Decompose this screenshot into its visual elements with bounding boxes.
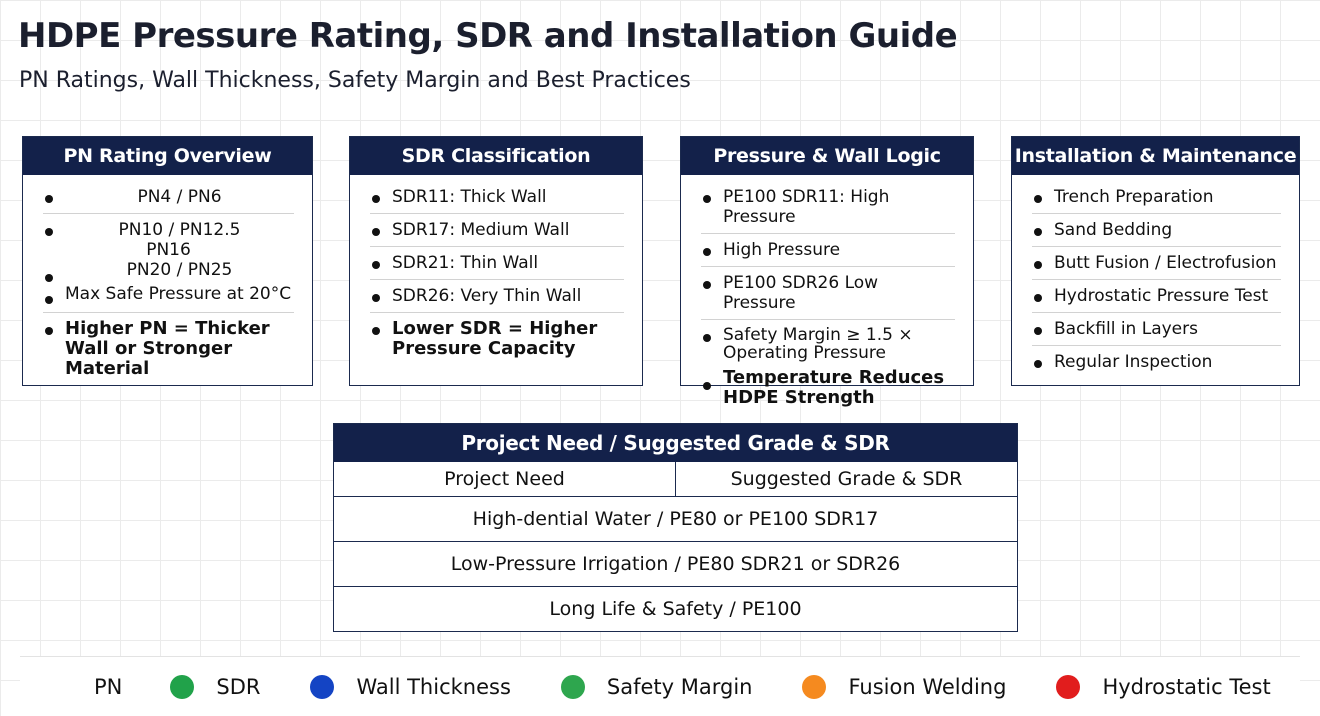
legend-dot-icon	[310, 674, 335, 699]
list-item: PN4 / PN6	[43, 181, 294, 214]
list-item-line: PN10 / PN12.5	[118, 220, 241, 240]
legend-label: Fusion Welding	[848, 674, 1007, 699]
legend-item-fusion-welding: Fusion Welding	[802, 674, 1007, 699]
table-row: Low-Pressure Irrigation / PE80 SDR21 or …	[334, 542, 1017, 587]
list-item: Sand Bedding	[1032, 214, 1281, 247]
list-item-line: PN16	[146, 240, 191, 260]
list-item: PN10 / PN12.5 PN16	[43, 214, 294, 260]
list-item: SDR17: Medium Wall	[370, 214, 624, 247]
list-item: High Pressure	[701, 234, 955, 267]
card-pressure-wall-logic: Pressure & Wall Logic PE100 SDR11: High …	[680, 136, 974, 408]
legend-dot-icon	[802, 674, 827, 699]
card-title: SDR Classification	[350, 137, 642, 175]
legend-item-safety-margin: Safety Margin	[560, 674, 753, 699]
page-title: HDPE Pressure Rating, SDR and Installati…	[18, 16, 958, 56]
card-list: PN4 / PN6 PN10 / PN12.5 PN16 PN20 / PN25…	[23, 175, 312, 385]
list-item: PN20 / PN25	[43, 260, 294, 282]
legend-label: SDR	[216, 674, 261, 699]
list-item: Temperature Reduces HDPE Strength	[701, 368, 955, 414]
list-item: Lower SDR = Higher Pressure Capacity	[370, 313, 624, 365]
table-column-header: Project Need	[444, 468, 565, 490]
list-item: Butt Fusion / Electrofusion	[1032, 247, 1281, 280]
list-item: Regular Inspection	[1032, 346, 1281, 378]
table-row: High-dential Water / PE80 or PE100 SDR17	[334, 497, 1017, 542]
list-item: SDR21: Thin Wall	[370, 247, 624, 280]
table-header-row: Project Need Suggested Grade & SDR	[334, 462, 1017, 497]
list-item: Max Safe Pressure at 20°C	[43, 282, 294, 313]
card-title: PN Rating Overview	[23, 137, 312, 175]
list-item: PE100 SDR26 Low Pressure	[701, 267, 955, 320]
list-item: Safety Margin ≥ 1.5 × Operating Pressure	[701, 320, 955, 368]
legend: PN SDR Wall Thickness Safety Margin Fusi…	[20, 656, 1300, 716]
list-item: Trench Preparation	[1032, 181, 1281, 214]
card-list: PE100 SDR11: High Pressure High Pressure…	[681, 175, 973, 414]
grade-selection-table: Project Need / Suggested Grade & SDR Pro…	[333, 423, 1018, 632]
table-title: Project Need / Suggested Grade & SDR	[334, 424, 1017, 462]
legend-dot-icon	[170, 674, 195, 699]
card-installation-maintenance: Installation & Maintenance Trench Prepar…	[1011, 136, 1300, 386]
card-title: Pressure & Wall Logic	[681, 137, 973, 175]
list-item: Hydrostatic Pressure Test	[1032, 280, 1281, 313]
table-column-header: Suggested Grade & SDR	[675, 462, 1017, 496]
legend-item-sdr: SDR	[170, 674, 261, 699]
list-item: SDR26: Very Thin Wall	[370, 280, 624, 313]
card-sdr-classification: SDR Classification SDR11: Thick Wall SDR…	[349, 136, 643, 386]
legend-item-wall-thickness: Wall Thickness	[310, 674, 511, 699]
list-item: Backfill in Layers	[1032, 313, 1281, 346]
card-pn-rating-overview: PN Rating Overview PN4 / PN6 PN10 / PN12…	[22, 136, 313, 386]
legend-item-pn: PN	[94, 675, 122, 699]
legend-item-hydrostatic-test: Hydrostatic Test	[1056, 674, 1271, 699]
legend-label: Safety Margin	[606, 674, 753, 699]
card-list: Trench Preparation Sand Bedding Butt Fus…	[1012, 175, 1299, 378]
card-list: SDR11: Thick Wall SDR17: Medium Wall SDR…	[350, 175, 642, 365]
legend-label: Wall Thickness	[356, 674, 511, 699]
table-row: Long Life & Safety / PE100	[549, 598, 802, 620]
legend-label: Hydrostatic Test	[1102, 674, 1271, 699]
page-subtitle: PN Ratings, Wall Thickness, Safety Margi…	[19, 68, 691, 93]
list-item: SDR11: Thick Wall	[370, 181, 624, 214]
card-title: Installation & Maintenance	[1012, 137, 1299, 175]
list-item: Higher PN = Thicker Wall or Stronger Mat…	[43, 313, 294, 385]
legend-dot-icon	[560, 674, 585, 699]
legend-dot-icon	[1056, 674, 1081, 699]
legend-label: PN	[94, 674, 123, 699]
list-item: PE100 SDR11: High Pressure	[701, 181, 955, 234]
